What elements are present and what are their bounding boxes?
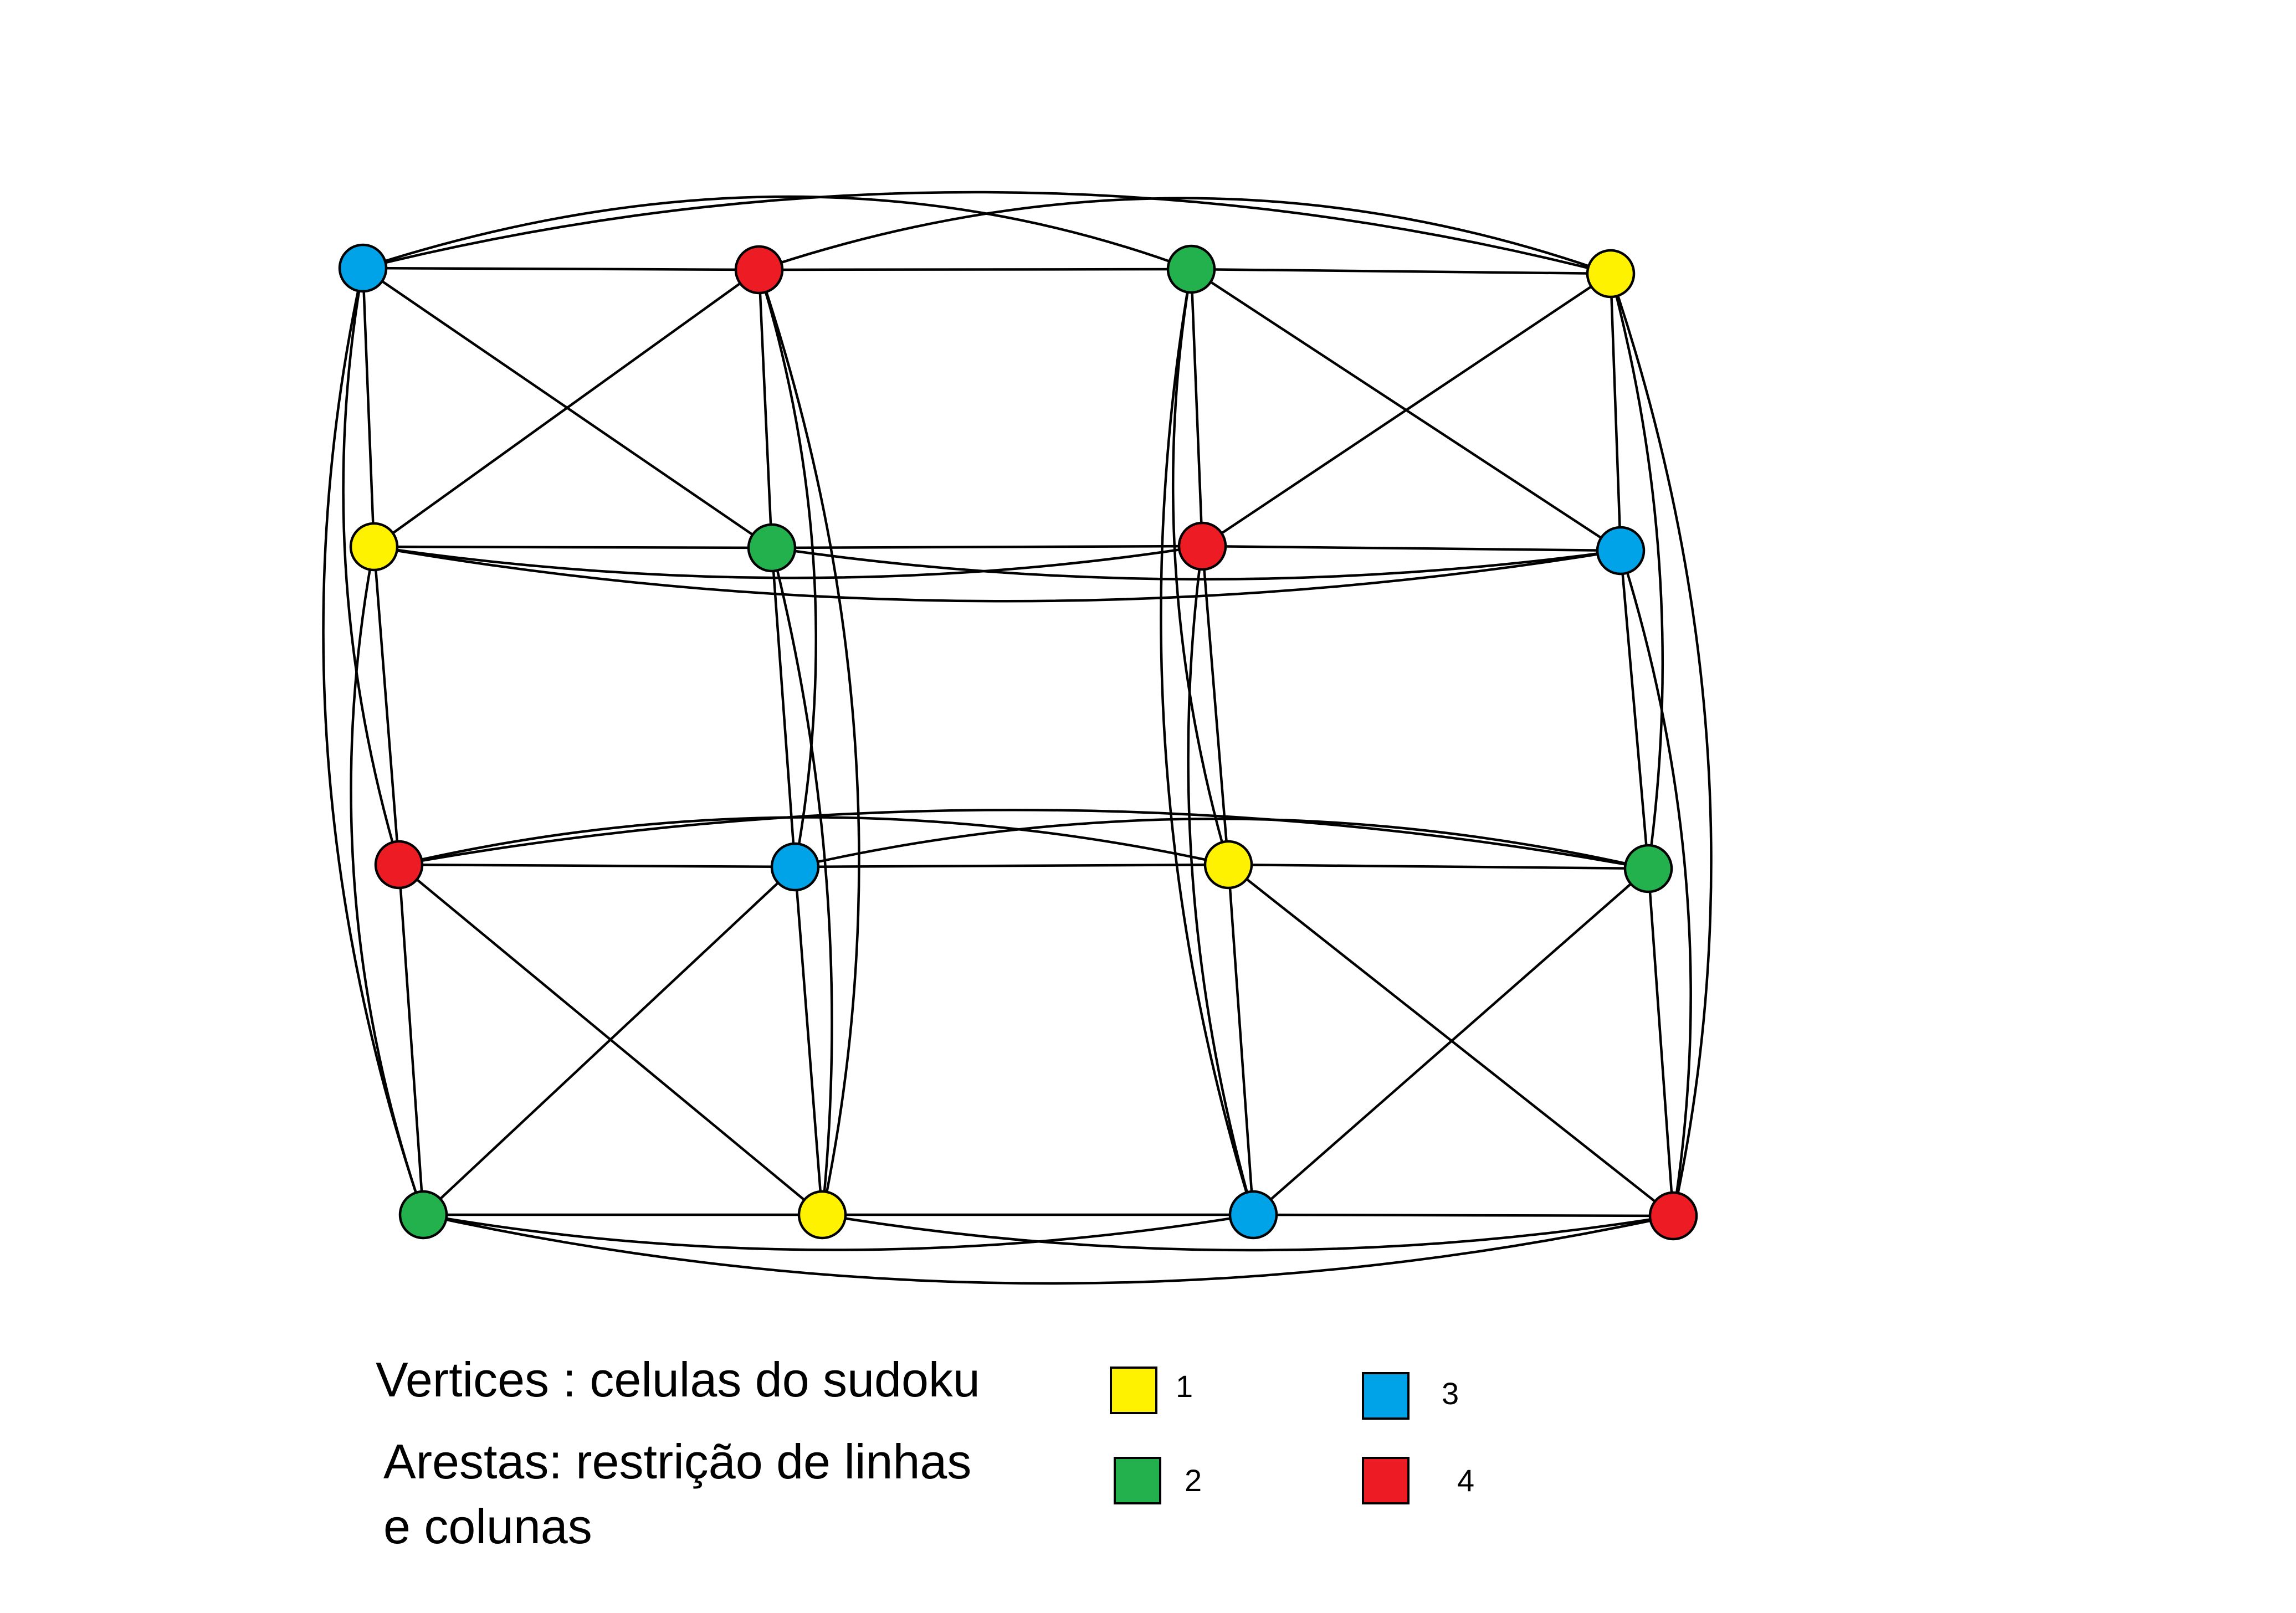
edge-v13-v23	[1190, 269, 1204, 547]
edge-curve-v14-v34	[1609, 273, 1664, 869]
vertex-v41-green	[398, 1190, 448, 1240]
edge-v21-v22	[373, 545, 772, 549]
edge-v12-v22	[757, 269, 773, 548]
graph-edges	[322, 191, 1713, 1285]
edge-curve-v11-v13	[362, 195, 1192, 271]
edge-curve-v22-v24	[771, 546, 1621, 581]
edge-v43-v44	[1253, 1213, 1674, 1218]
vertex-v14-yellow	[1586, 249, 1636, 299]
edge-v31-v41	[397, 864, 425, 1215]
edge-curve-v11-v31	[342, 268, 401, 865]
edge-v22-v32	[770, 547, 797, 867]
legend-swatch-2	[1114, 1457, 1161, 1504]
edge-curve-v12-v42	[757, 269, 860, 1215]
vertex-v33-yellow	[1203, 840, 1253, 890]
edge-v24-v34	[1619, 550, 1650, 869]
vertex-v12-red	[734, 245, 784, 295]
vertex-v32-blue	[770, 842, 820, 892]
edge-curve-v12-v14	[758, 197, 1611, 275]
edge-v11-v21	[361, 268, 376, 547]
edge-curve-v32-v34	[795, 818, 1649, 870]
edge-v33-v43	[1227, 864, 1255, 1215]
edge-v13-v14	[1191, 268, 1611, 275]
legend-swatch-3	[1362, 1372, 1410, 1420]
vertex-v31-red	[374, 840, 424, 890]
edge-v21-v31	[372, 546, 401, 865]
vertex-v44-red	[1648, 1191, 1698, 1241]
edge-v12-v21	[373, 269, 760, 548]
vertex-v34-green	[1623, 844, 1673, 893]
edge-v23-v33	[1201, 546, 1230, 865]
caption-edges-line2: e colunas	[383, 1499, 592, 1554]
edge-v14-v23	[1201, 273, 1612, 547]
edge-curve-v11-v14	[362, 191, 1611, 275]
caption-edges-line1: Arestas: restrição de linhas	[383, 1434, 972, 1489]
vertex-v42-yellow	[797, 1190, 847, 1240]
vertex-v11-blue	[338, 243, 388, 293]
legend-label-3: 3	[1442, 1376, 1459, 1411]
edge-curve-v23-v43	[1187, 546, 1255, 1215]
edge-curve-v41-v43	[423, 1213, 1254, 1251]
edge-v34-v44	[1647, 868, 1675, 1216]
edge-curve-v41-v44	[423, 1213, 1674, 1285]
vertex-v43-blue	[1228, 1190, 1278, 1240]
edge-curve-v24-v44	[1619, 550, 1692, 1216]
vertex-v23-red	[1177, 521, 1227, 571]
edge-curve-v21-v41	[350, 546, 425, 1215]
legend-label-1: 1	[1176, 1369, 1193, 1404]
edge-v34-v43	[1252, 867, 1649, 1216]
legend-label-4: 4	[1457, 1463, 1475, 1498]
edge-curve-v12-v32	[757, 269, 817, 867]
edge-curve-v21-v23	[373, 544, 1203, 579]
edge-v14-v24	[1609, 273, 1622, 551]
edge-curve-v42-v44	[822, 1213, 1674, 1252]
vertex-v22-green	[747, 523, 797, 573]
vertex-v21-yellow	[349, 522, 399, 572]
edge-curve-v11-v41	[322, 268, 425, 1215]
edge-v32-v41	[422, 866, 796, 1216]
legend-swatch-1	[1110, 1367, 1157, 1414]
edge-v22-v23	[771, 544, 1203, 549]
edge-curve-v21-v24	[373, 545, 1621, 603]
edge-curve-v13-v43	[1160, 269, 1255, 1215]
edge-v33-v34	[1228, 863, 1649, 870]
vertex-v13-green	[1166, 244, 1216, 294]
edge-curve-v13-v33	[1171, 269, 1230, 865]
edge-curve-v22-v42	[770, 547, 833, 1215]
edge-v23-v24	[1202, 544, 1621, 552]
edge-curve-v31-v34	[398, 809, 1649, 870]
caption-vertices: Vertices : celulas do sudoku	[376, 1352, 980, 1407]
edge-curve-v31-v33	[398, 816, 1229, 866]
edge-v32-v42	[793, 866, 824, 1215]
edge-v32-v33	[795, 863, 1229, 869]
vertex-v24-blue	[1596, 526, 1646, 576]
edge-v11-v12	[362, 266, 760, 271]
edge-v12-v13	[758, 268, 1192, 271]
edge-curve-v14-v44	[1609, 273, 1713, 1216]
edge-v31-v32	[398, 863, 796, 869]
graph-vertices	[338, 243, 1698, 1241]
legend-swatch-4	[1362, 1457, 1410, 1504]
legend-label-2: 2	[1185, 1463, 1202, 1498]
